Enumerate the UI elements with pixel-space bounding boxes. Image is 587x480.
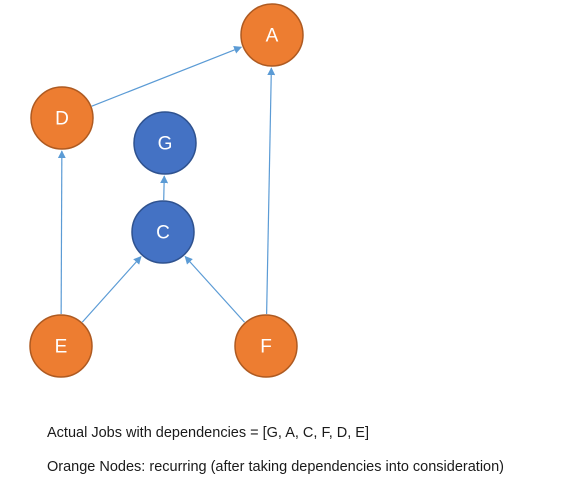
- nodes-layer: A D G C E F: [29, 3, 304, 378]
- node-label-d: D: [55, 109, 69, 130]
- jobs-caption: Actual Jobs with dependencies = [G, A, C…: [47, 425, 369, 441]
- node-label-g: G: [158, 134, 173, 155]
- node-g: G: [133, 111, 197, 175]
- edge-e-to-c: [81, 255, 142, 323]
- edge-f-to-a: [266, 67, 276, 315]
- node-circle-g: [133, 111, 197, 175]
- node-circle-e: [29, 314, 93, 378]
- legend-caption: Orange Nodes: recurring (after taking de…: [47, 459, 505, 475]
- edge-f-to-c: [184, 255, 245, 323]
- node-d: D: [30, 86, 94, 150]
- node-label-f: F: [260, 337, 272, 358]
- node-e: E: [29, 314, 93, 378]
- node-circle-f: [234, 314, 298, 378]
- node-circle-a: [240, 3, 304, 67]
- node-label-c: C: [156, 223, 170, 244]
- edge-e-to-d: [57, 150, 66, 315]
- node-a: A: [240, 3, 304, 67]
- node-label-e: E: [55, 337, 68, 358]
- node-circle-d: [30, 86, 94, 150]
- edges-layer: [57, 46, 276, 323]
- node-f: F: [234, 314, 298, 378]
- node-circle-c: [131, 200, 195, 264]
- edge-d-to-a: [91, 46, 243, 107]
- node-c: C: [131, 200, 195, 264]
- node-label-a: A: [266, 26, 279, 47]
- edge-c-to-g: [160, 175, 169, 201]
